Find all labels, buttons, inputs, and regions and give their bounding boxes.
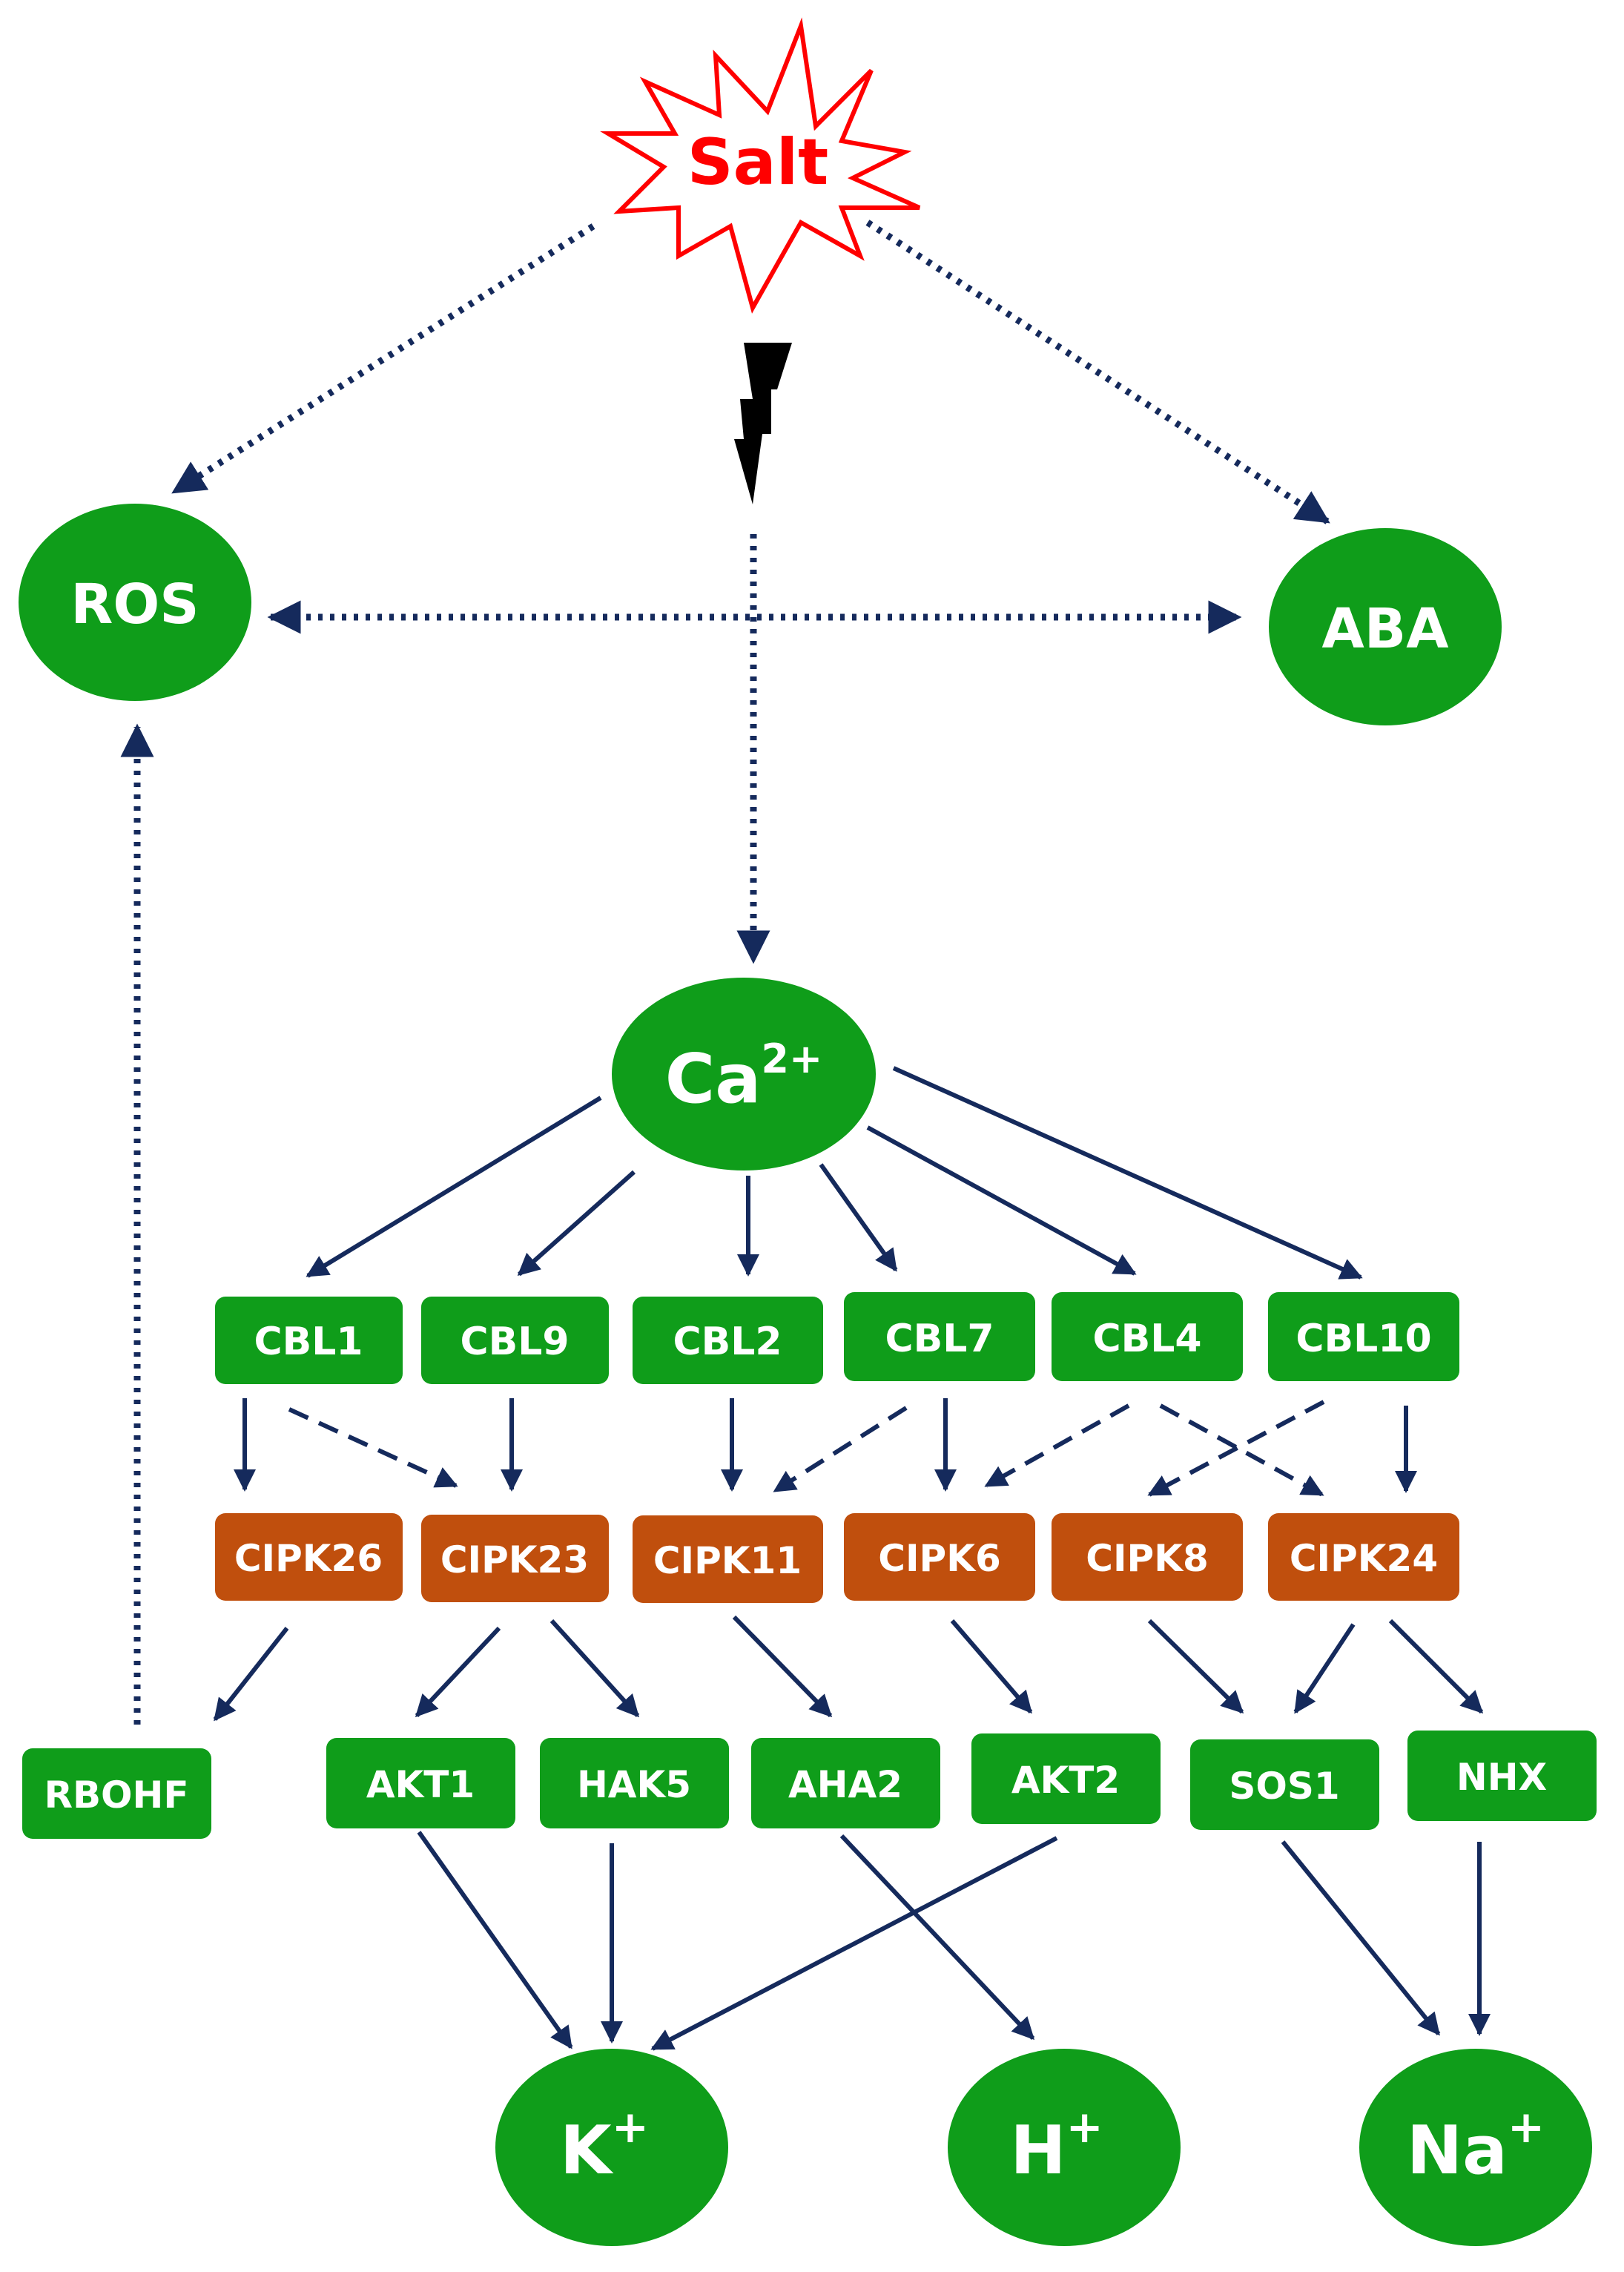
arrow-ca-to-cbl7 bbox=[819, 1163, 898, 1272]
target-row: RBOHF AKT1 HAK5 AHA2 AKT2 SOS1 NHX bbox=[22, 1731, 1597, 1839]
edges bbox=[120, 220, 1491, 2051]
sos1-box bbox=[1190, 1739, 1379, 1830]
cipk-row: CIPK26 CIPK23 CIPK11 CIPK6 CIPK8 CIPK24 bbox=[215, 1513, 1459, 1603]
ros-node: ROS bbox=[19, 504, 251, 701]
cipk24-box bbox=[1268, 1513, 1459, 1601]
arrow-cbl10-to-cipk8-dashed bbox=[1147, 1400, 1325, 1497]
arrow-sos1-to-na bbox=[1281, 1840, 1441, 2036]
arrow-cipk6-to-akt2 bbox=[950, 1619, 1033, 1714]
nhx-box bbox=[1407, 1731, 1597, 1821]
rbohf-label: RBOHF bbox=[44, 1774, 188, 1817]
arrow-akt1-to-k bbox=[417, 1831, 573, 2049]
hydrogen-charge: + bbox=[1066, 2101, 1103, 2153]
svg-text:H+: H+ bbox=[1010, 2101, 1103, 2190]
akt1-box bbox=[326, 1738, 515, 1828]
arrow-salt-to-aba bbox=[865, 220, 1330, 524]
cbl4-label: CBL4 bbox=[1092, 1317, 1201, 1361]
arrow-ca-to-cbl1 bbox=[306, 1096, 602, 1278]
cipk11-label: CIPK11 bbox=[653, 1539, 802, 1582]
cipk23-label: CIPK23 bbox=[440, 1538, 589, 1581]
cbl1-box bbox=[215, 1297, 403, 1384]
arrow-cbl7-to-cipk11-dashed bbox=[773, 1406, 908, 1493]
arrow-cbl4-to-cipk6-dashed bbox=[984, 1403, 1130, 1488]
cipk24-label: CIPK24 bbox=[1290, 1537, 1438, 1580]
aba-label: ABA bbox=[1322, 597, 1449, 661]
hak5-label: HAK5 bbox=[577, 1763, 691, 1806]
arrow-ca-to-cbl9 bbox=[517, 1170, 636, 1277]
arrow-cipk11-to-aha2 bbox=[732, 1615, 833, 1718]
cbl2-label: CBL2 bbox=[673, 1320, 782, 1364]
cbl4-box bbox=[1052, 1292, 1243, 1381]
arrow-aha2-to-h bbox=[839, 1834, 1035, 2041]
sodium-node: Na+ bbox=[1359, 2049, 1592, 2246]
sodium-charge: + bbox=[1508, 2101, 1545, 2153]
cipk26-label: CIPK26 bbox=[234, 1537, 383, 1580]
hydrogen-node: H+ bbox=[948, 2049, 1181, 2246]
cipk8-box bbox=[1052, 1513, 1243, 1601]
sos1-label: SOS1 bbox=[1229, 1765, 1339, 1808]
arrow-cipk8-to-sos1 bbox=[1147, 1619, 1244, 1714]
arrow-cipk24-to-nhx bbox=[1388, 1619, 1484, 1714]
cbl1-label: CBL1 bbox=[254, 1320, 363, 1364]
cbl7-label: CBL7 bbox=[885, 1317, 994, 1361]
sodium-label: Na bbox=[1407, 2112, 1508, 2190]
arrow-akt2-to-k bbox=[650, 1836, 1058, 2051]
arrow-cipk24-to-sos1 bbox=[1293, 1623, 1356, 1714]
potassium-label: K bbox=[560, 2112, 614, 2190]
arrow-ca-to-cbl4 bbox=[866, 1125, 1137, 1276]
cbl7-box bbox=[844, 1292, 1035, 1381]
cbl10-label: CBL10 bbox=[1295, 1317, 1431, 1361]
nhx-label: NHX bbox=[1456, 1756, 1547, 1799]
akt2-label: AKT2 bbox=[1011, 1759, 1120, 1802]
hak5-box bbox=[540, 1738, 729, 1828]
calcium-label: Ca bbox=[665, 1039, 762, 1119]
arrow-cipk23-to-akt1 bbox=[415, 1626, 501, 1718]
cbl-row: CBL1 CBL9 CBL2 CBL7 CBL4 CBL10 bbox=[215, 1292, 1459, 1384]
ros-label: ROS bbox=[70, 573, 199, 636]
calcium-charge: 2+ bbox=[761, 1035, 822, 1082]
aba-node: ABA bbox=[1269, 528, 1502, 725]
arrow-cbl4-to-cipk24-dashed bbox=[1159, 1403, 1324, 1497]
potassium-node: K+ bbox=[495, 2049, 728, 2246]
arrow-cipk26-to-rbohf bbox=[213, 1627, 289, 1722]
cipk8-label: CIPK8 bbox=[1086, 1537, 1208, 1580]
cbl9-box bbox=[421, 1297, 609, 1384]
aha2-box bbox=[751, 1738, 940, 1828]
svg-text:K+: K+ bbox=[560, 2101, 649, 2190]
cbl9-label: CBL9 bbox=[460, 1320, 569, 1364]
cipk26-box bbox=[215, 1513, 403, 1601]
svg-text:Na+: Na+ bbox=[1407, 2101, 1545, 2190]
salt-stimulus: Salt bbox=[600, 17, 921, 314]
arrow-ca-to-cbl10 bbox=[892, 1066, 1363, 1280]
akt1-label: AKT1 bbox=[366, 1763, 475, 1806]
arrow-cipk23-to-hak5 bbox=[549, 1619, 640, 1718]
calcium-node: Ca2+ bbox=[612, 978, 876, 1170]
potassium-charge: + bbox=[612, 2101, 649, 2153]
salt-starburst-icon bbox=[600, 17, 921, 314]
arrow-salt-to-ros bbox=[171, 223, 595, 495]
cipk11-box bbox=[633, 1515, 823, 1603]
cipk6-box bbox=[844, 1513, 1035, 1601]
cbl10-box bbox=[1268, 1292, 1459, 1381]
lightning-bolt-icon bbox=[734, 343, 792, 504]
aha2-label: AHA2 bbox=[788, 1763, 902, 1806]
arrow-cbl1-to-cipk23-dashed bbox=[288, 1407, 458, 1488]
cipk23-box bbox=[421, 1515, 609, 1602]
cipk6-label: CIPK6 bbox=[878, 1537, 1000, 1580]
svg-text:Ca2+: Ca2+ bbox=[665, 1035, 822, 1119]
cbl2-box bbox=[633, 1297, 823, 1384]
hydrogen-label: H bbox=[1010, 2112, 1066, 2190]
salt-label: Salt bbox=[687, 125, 829, 200]
rbohf-box bbox=[22, 1748, 211, 1839]
akt2-box bbox=[971, 1733, 1161, 1824]
